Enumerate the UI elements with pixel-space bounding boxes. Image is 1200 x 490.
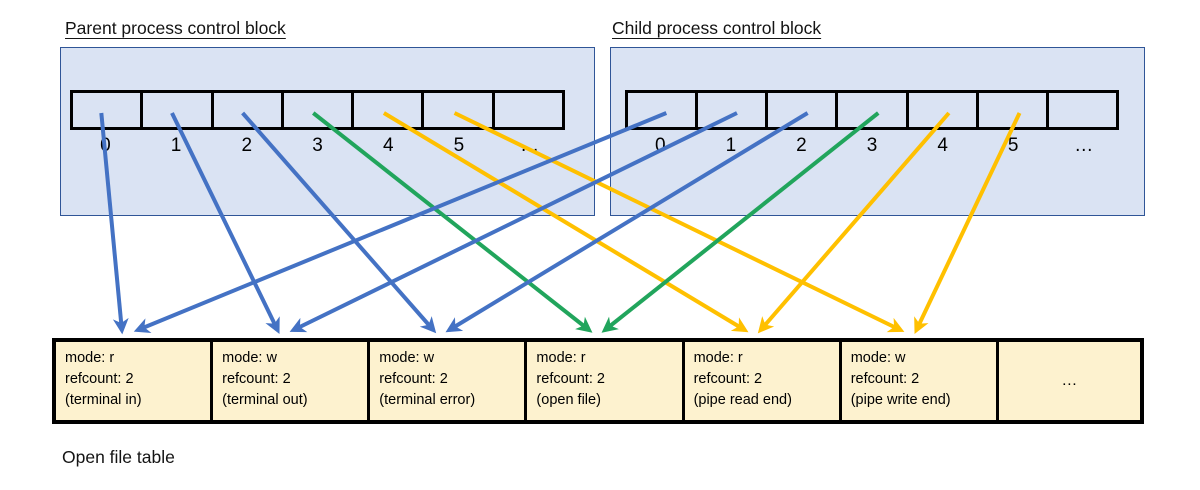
oft-entry-1: mode: w refcount: 2 (terminal out) xyxy=(210,339,371,423)
oft-entry-0: mode: r refcount: 2 (terminal in) xyxy=(53,339,214,423)
oft-entry-3-line-0: mode: r xyxy=(536,350,586,366)
oft-entry-4-line-1: refcount: 2 xyxy=(693,371,763,388)
parent-fd-index-2: 2 xyxy=(241,135,253,156)
parent-fd-cell-1 xyxy=(140,90,214,130)
child-fd-cell-4 xyxy=(905,90,979,130)
oft-entry-3: mode: r refcount: 2 (open file) xyxy=(524,339,685,423)
oft-entry-6: … xyxy=(995,339,1143,423)
child-fd-cell-1 xyxy=(695,90,769,130)
parent-fd-cell-4 xyxy=(351,90,425,130)
parent-fd-index-1: 1 xyxy=(170,135,182,156)
oft-entry-4-line-2: (pipe read end) xyxy=(693,392,792,409)
oft-entry-5-line-0: mode: w xyxy=(850,350,906,366)
open-file-table: mode: r refcount: 2 (terminal in) mode: w re… xyxy=(52,338,1144,424)
oft-entry-4: mode: r refcount: 2 (pipe read end) xyxy=(681,339,842,423)
oft-entry-0-line-1: refcount: 2 xyxy=(65,371,134,388)
oft-entry-4-line-0: mode: r xyxy=(693,350,743,366)
oft-entry-2-line-2: (terminal error) xyxy=(379,392,476,409)
oft-entry-3-line-1: refcount: 2 xyxy=(536,371,605,388)
parent-fd-index-6: … xyxy=(520,135,540,156)
parent-fd-table xyxy=(70,90,565,130)
child-fd-cell-5 xyxy=(975,90,1049,130)
parent-fd-cell-3 xyxy=(280,90,355,130)
oft-entry-1-line-0: mode: w xyxy=(222,350,277,366)
child-fd-index-4: 4 xyxy=(937,135,948,156)
child-fd-cell-6 xyxy=(1045,90,1119,130)
child-fd-indices: 0 1 2 3 4 5 … xyxy=(625,135,1119,161)
child-block-title: Child process control block xyxy=(612,18,822,38)
child-fd-index-1: 1 xyxy=(725,135,737,156)
child-fd-table xyxy=(625,90,1119,130)
parent-block-title: Parent process control block xyxy=(65,18,286,38)
oft-entry-2-line-0: mode: w xyxy=(379,350,435,366)
parent-fd-cell-0 xyxy=(70,90,144,130)
open-file-table-label: Open file table xyxy=(62,447,175,467)
oft-entry-5-line-1: refcount: 2 xyxy=(850,371,920,388)
oft-entry-2-line-1: refcount: 2 xyxy=(379,371,448,388)
parent-fd-indices: 0 1 2 3 4 5 … xyxy=(70,135,565,161)
oft-entry-5: mode: w refcount: 2 (pipe write end) xyxy=(838,339,999,423)
oft-entry-3-line-2: (open file) xyxy=(536,392,601,409)
oft-entry-1-line-1: refcount: 2 xyxy=(222,371,291,388)
oft-entry-1-line-2: (terminal out) xyxy=(222,392,308,409)
child-fd-index-6: … xyxy=(1074,135,1094,156)
parent-fd-index-4: 4 xyxy=(382,135,394,156)
child-process-control-block xyxy=(610,47,1145,216)
oft-entry-0-line-0: mode: r xyxy=(65,350,115,366)
oft-entry-0-line-2: (terminal in) xyxy=(65,392,142,409)
parent-fd-cell-6 xyxy=(491,90,565,130)
child-fd-index-0: 0 xyxy=(655,135,666,156)
child-fd-cell-2 xyxy=(765,90,839,130)
parent-process-control-block xyxy=(60,47,595,216)
parent-fd-index-5: 5 xyxy=(453,135,465,156)
oft-entry-5-line-2: (pipe write end) xyxy=(850,392,951,409)
child-fd-index-3: 3 xyxy=(866,135,878,156)
child-fd-index-5: 5 xyxy=(1007,135,1019,156)
parent-fd-index-0: 0 xyxy=(100,135,111,156)
parent-fd-index-3: 3 xyxy=(312,135,323,156)
oft-entry-2: mode: w refcount: 2 (terminal error) xyxy=(367,339,528,423)
child-fd-cell-0 xyxy=(625,90,699,130)
child-fd-index-2: 2 xyxy=(796,135,807,156)
child-fd-cell-3 xyxy=(835,90,909,130)
parent-fd-cell-5 xyxy=(421,90,495,130)
parent-fd-cell-2 xyxy=(210,90,284,130)
